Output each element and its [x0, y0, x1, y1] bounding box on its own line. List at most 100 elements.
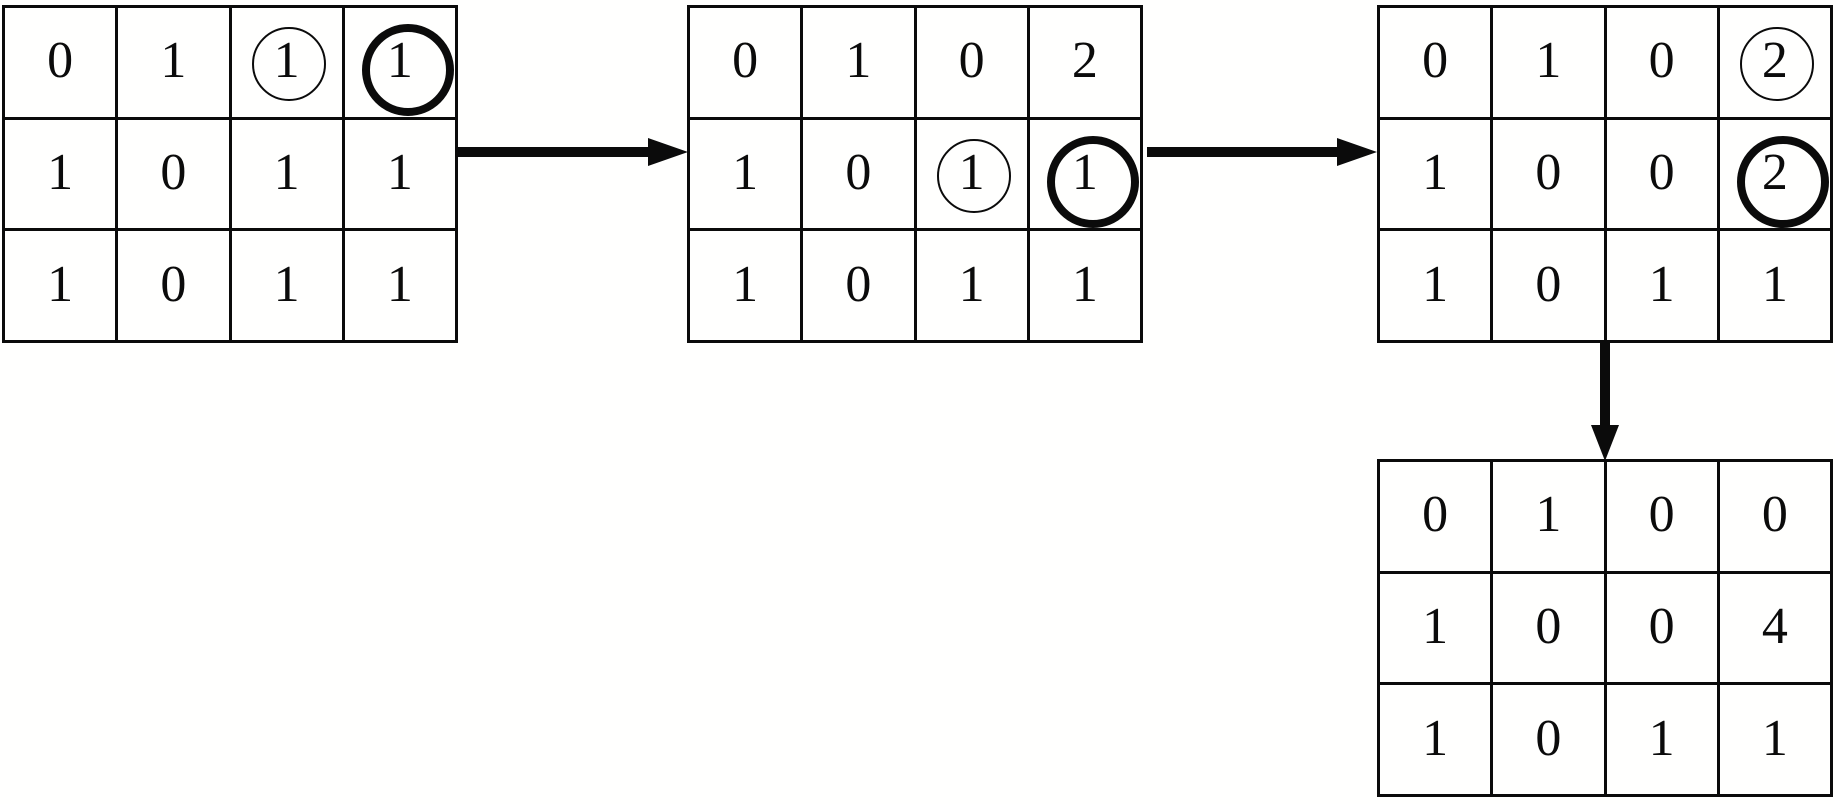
- matrix-cell: 0: [1493, 119, 1607, 232]
- matrix-cell: 0: [1606, 462, 1720, 574]
- matrix-cell: 0: [5, 8, 119, 120]
- matrix-cell: 1: [1719, 685, 1833, 797]
- matrix-cell-value: 1: [273, 32, 300, 90]
- matrix-cell: 0: [803, 119, 917, 232]
- matrix-cell-value: 1: [386, 255, 413, 313]
- matrix-cell: 0: [1606, 119, 1720, 232]
- matrix-cell: 1: [231, 231, 345, 343]
- matrix-cell-value: 1: [1648, 255, 1675, 313]
- matrix-cell: 1: [1493, 8, 1607, 120]
- matrix-cell: 1: [118, 8, 232, 120]
- matrix-cell-value: 0: [1422, 32, 1449, 90]
- matrix-cell: 0: [1606, 8, 1720, 120]
- matrix-cell: 1: [1380, 231, 1494, 343]
- matrix-cell: 0: [1493, 573, 1607, 686]
- matrix-cell: 1: [690, 119, 804, 232]
- matrix-grid-2: 0 1 0 2 1 0 1 1 1 0 1 1: [687, 5, 1143, 343]
- matrix-cell-value: 1: [386, 143, 413, 201]
- matrix-cell: 1: [1606, 231, 1720, 343]
- matrix-cell-value: 0: [1761, 486, 1788, 544]
- matrix-cell: 1: [1029, 119, 1143, 232]
- matrix-cell: 1: [344, 231, 458, 343]
- matrix-cell-value: 0: [1648, 486, 1675, 544]
- matrix-cell: 1: [1493, 462, 1607, 574]
- matrix-cell-value: 0: [845, 255, 872, 313]
- matrix-cell: 1: [1606, 685, 1720, 797]
- matrix-cell-value: 1: [273, 255, 300, 313]
- arrow-grid1-to-grid2: [458, 136, 688, 168]
- matrix-cell-value: 0: [160, 255, 187, 313]
- matrix-cell-value: 2: [1071, 32, 1098, 90]
- matrix-cell-value: 1: [1648, 709, 1675, 767]
- matrix-cell: 0: [1380, 462, 1494, 574]
- matrix-cell: 0: [1493, 231, 1607, 343]
- matrix-cell-value: 0: [1422, 486, 1449, 544]
- matrix-cell: 1: [690, 231, 804, 343]
- matrix-cell-value: 1: [958, 255, 985, 313]
- matrix-cell: 4: [1719, 573, 1833, 686]
- matrix-grid-3: 0 1 0 2 1 0 0 2 1 0 1 1: [1377, 5, 1833, 343]
- matrix-cell-value: 1: [47, 255, 74, 313]
- matrix-cell: 1: [1380, 685, 1494, 797]
- matrix-cell: 1: [803, 8, 917, 120]
- matrix-cell-value: 1: [47, 143, 74, 201]
- matrix-cell: 0: [916, 8, 1030, 120]
- matrix-cell-value: 0: [1535, 709, 1562, 767]
- matrix-cell-value: 1: [386, 32, 413, 90]
- matrix-cell: 0: [690, 8, 804, 120]
- matrix-cell: 1: [5, 119, 119, 232]
- matrix-cell: 1: [1380, 573, 1494, 686]
- matrix-cell: 0: [1493, 685, 1607, 797]
- matrix-cell: 0: [118, 119, 232, 232]
- matrix-cell: 1: [916, 231, 1030, 343]
- matrix-cell-value: 1: [1422, 255, 1449, 313]
- matrix-cell: 0: [803, 231, 917, 343]
- matrix-cell-value: 0: [1648, 32, 1675, 90]
- matrix-cell-value: 2: [1761, 143, 1788, 201]
- matrix-cell-value: 1: [160, 32, 187, 90]
- matrix-cell-value: 1: [1422, 597, 1449, 655]
- matrix-cell-value: 0: [1648, 597, 1675, 655]
- arrow-grid2-to-grid3: [1147, 136, 1377, 168]
- matrix-cell-value: 0: [845, 143, 872, 201]
- matrix-cell-value: 0: [47, 32, 74, 90]
- matrix-cell: 2: [1719, 8, 1833, 120]
- matrix-cell: 0: [1719, 462, 1833, 574]
- matrix-cell: 0: [118, 231, 232, 343]
- matrix-cell: 0: [1606, 573, 1720, 686]
- matrix-cell-value: 4: [1761, 597, 1788, 655]
- matrix-cell: 1: [231, 8, 345, 120]
- matrix-cell: 1: [231, 119, 345, 232]
- matrix-cell-value: 1: [732, 143, 759, 201]
- arrow-grid3-to-grid4: [1589, 343, 1621, 461]
- matrix-cell-value: 1: [1761, 709, 1788, 767]
- matrix-cell: 2: [1719, 119, 1833, 232]
- matrix-cell-value: 1: [1761, 255, 1788, 313]
- matrix-cell-value: 0: [732, 32, 759, 90]
- matrix-cell-value: 0: [160, 143, 187, 201]
- matrix-cell-value: 0: [1535, 143, 1562, 201]
- matrix-cell-value: 1: [958, 143, 985, 201]
- matrix-cell: 1: [1719, 231, 1833, 343]
- matrix-cell-value: 0: [958, 32, 985, 90]
- matrix-cell-value: 0: [1648, 143, 1675, 201]
- matrix-cell-value: 1: [845, 32, 872, 90]
- matrix-cell: 0: [1380, 8, 1494, 120]
- matrix-cell-value: 1: [1535, 32, 1562, 90]
- matrix-cell-value: 1: [1422, 709, 1449, 767]
- matrix-cell-value: 1: [1422, 143, 1449, 201]
- matrix-cell-value: 1: [1071, 255, 1098, 313]
- matrix-cell: 2: [1029, 8, 1143, 120]
- matrix-cell: 1: [1029, 231, 1143, 343]
- matrix-cell: 1: [344, 8, 458, 120]
- matrix-cell: 1: [344, 119, 458, 232]
- matrix-cell-value: 1: [732, 255, 759, 313]
- matrix-cell-value: 0: [1535, 597, 1562, 655]
- matrix-cell: 1: [1380, 119, 1494, 232]
- matrix-cell-value: 0: [1535, 255, 1562, 313]
- matrix-cell-value: 1: [1071, 143, 1098, 201]
- matrix-cell-value: 2: [1761, 32, 1788, 90]
